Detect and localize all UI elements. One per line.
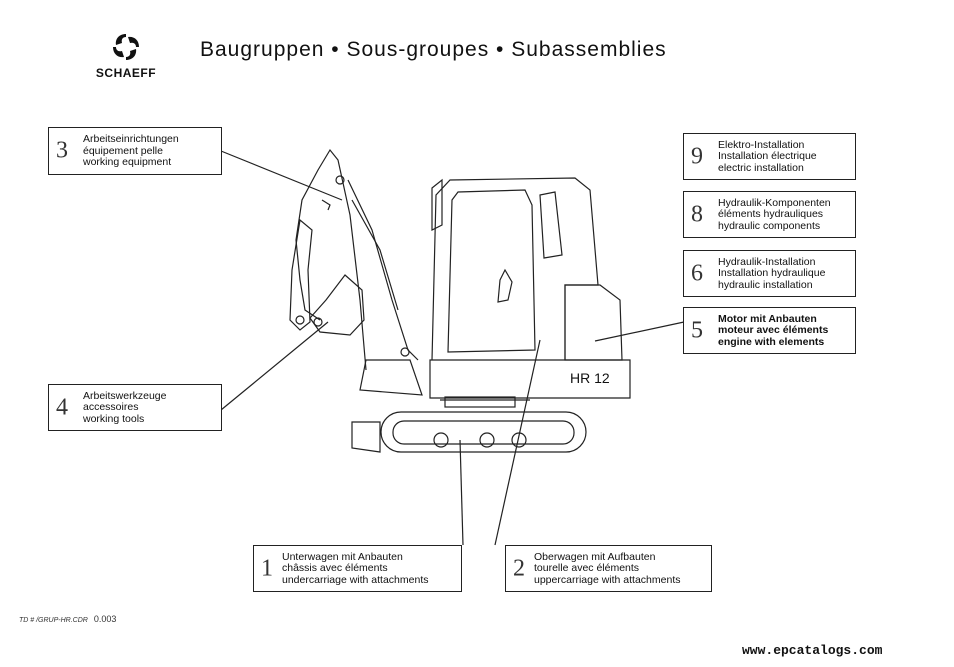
callout-line-en: uppercarriage with attachments — [534, 573, 681, 586]
callout-line-en: electric installation — [718, 161, 804, 174]
callout-line-en: working tools — [83, 412, 145, 425]
callout-line-de: Hydraulik-Installation — [718, 255, 816, 268]
page-title: Baugruppen • Sous-groupes • Subassemblie… — [200, 38, 667, 61]
callout-line-en: engine with elements — [718, 335, 825, 348]
callout-number: 8 — [691, 201, 703, 227]
callout-line-en: working equipment — [83, 155, 172, 168]
leader-line-1 — [459, 439, 464, 546]
machine-model-label: HR 12 — [570, 370, 610, 386]
file-reference: TD # /GRUP-HR.CDR — [19, 617, 88, 624]
callout-line-fr: Installation hydraulique — [718, 266, 826, 279]
stick — [289, 218, 313, 331]
callout-line-fr: Installation électrique — [718, 149, 817, 162]
watermark-url: www.epcatalogs.com — [742, 643, 883, 658]
callout-line-de: Elektro-Installation — [718, 138, 805, 151]
cab-door — [447, 189, 536, 353]
cabin — [431, 177, 599, 361]
leader-line-5 — [594, 321, 685, 342]
leader-line-3 — [220, 150, 343, 201]
engine-hood — [564, 284, 623, 361]
document-code: TD # /GRUP-HR.CDR 0.003 — [19, 614, 116, 624]
leader-line-2 — [494, 339, 541, 546]
schaeff-emblem-icon — [113, 34, 139, 60]
callout-number: 5 — [691, 317, 703, 343]
bucket — [309, 274, 365, 336]
callout-box-5: 5 Motor mit Anbauten moteur avec élément… — [683, 307, 856, 354]
callout-number: 9 — [691, 143, 703, 169]
callout-number: 1 — [261, 555, 273, 581]
callout-box-6: 6 Hydraulik-Installation Installation hy… — [683, 250, 856, 297]
callout-number: 4 — [56, 394, 68, 420]
callout-line-de: Arbeitseinrichtungen — [83, 132, 179, 145]
callout-number: 3 — [56, 137, 68, 164]
callout-line-fr: équipement pelle — [83, 144, 163, 157]
callout-line-fr: moteur avec éléments — [718, 323, 829, 336]
callout-line-de: Arbeitswerkzeuge — [83, 389, 167, 402]
callout-box-3: 3 Arbeitseinrichtungen équipement pelle … — [48, 127, 222, 175]
callout-line-fr: tourelle avec éléments — [534, 561, 640, 574]
callout-line-fr: accessoires — [83, 400, 139, 413]
callout-line-en: undercarriage with attachments — [282, 573, 429, 586]
page-code: 0.003 — [93, 614, 117, 624]
callout-line-en: hydraulic components — [718, 219, 821, 232]
boom — [295, 148, 367, 371]
callout-number: 2 — [513, 555, 525, 581]
dozer-blade — [351, 421, 381, 453]
callout-box-2: 2 Oberwagen mit Aufbauten tourelle avec … — [505, 545, 712, 592]
track — [380, 411, 587, 453]
upper-carriage — [429, 359, 631, 399]
callout-line-fr: châssis avec éléments — [282, 561, 388, 574]
callout-box-1: 1 Unterwagen mit Anbauten châssis avec é… — [253, 545, 462, 592]
callout-line-de: Hydraulik-Komponenten — [718, 196, 831, 209]
brand-name: SCHAEFF — [95, 66, 157, 80]
schaeff-logo: SCHAEFF — [86, 30, 166, 80]
callout-box-8: 8 Hydraulik-Komponenten éléments hydraul… — [683, 191, 856, 238]
callout-box-9: 9 Elektro-Installation Installation élec… — [683, 133, 856, 180]
callout-line-de: Unterwagen mit Anbauten — [282, 550, 403, 563]
callout-line-de: Oberwagen mit Aufbauten — [534, 550, 656, 563]
callout-number: 6 — [691, 260, 703, 286]
callout-box-4: 4 Arbeitswerkzeuge accessoires working t… — [48, 384, 222, 431]
callout-line-de: Motor mit Anbauten — [718, 312, 817, 325]
leader-line-4 — [220, 321, 329, 411]
operator-seat — [497, 268, 513, 303]
callout-line-en: hydraulic installation — [718, 278, 813, 291]
callout-line-fr: éléments hydrauliques — [718, 207, 824, 220]
